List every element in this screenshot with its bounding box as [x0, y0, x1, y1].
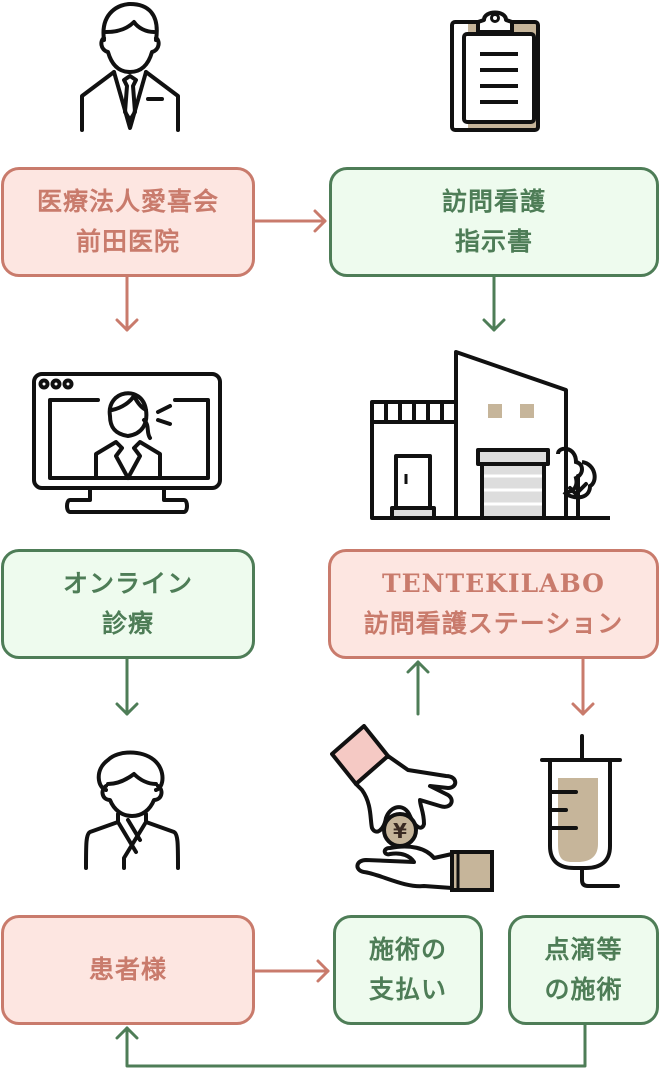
arrow-online-to-patient [115, 656, 139, 716]
video-call-monitor-icon [32, 372, 222, 514]
node-clinic-line2: 前田医院 [75, 227, 180, 256]
arrow-station-to-treatment [571, 656, 595, 716]
node-clinic: 医療法人愛喜会 前田医院 [1, 167, 255, 277]
arrow-clinic-to-online [115, 274, 139, 332]
node-online-line2: 診療 [101, 609, 154, 638]
node-treatment: 点滴等 の施術 [508, 915, 659, 1025]
node-station-line1: TENTEKILABO [382, 569, 605, 598]
patient-icon [84, 750, 180, 870]
yen-coin-hand-icon: ¥ [330, 724, 494, 892]
node-treatment-line2: の施術 [544, 975, 623, 1004]
arrow-treatment-to-patient [115, 1023, 587, 1068]
yen-symbol: ¥ [393, 819, 407, 843]
node-payment-line1: 施術の [368, 935, 447, 964]
node-payment-line2: 支払い [368, 975, 447, 1004]
node-instruction-line2: 指示書 [454, 227, 533, 256]
node-instruction: 訪問看護 指示書 [329, 167, 659, 277]
node-patient-line1: 患者様 [88, 955, 167, 984]
node-station: TENTEKILABO 訪問看護ステーション [328, 549, 659, 659]
clipboard-icon [450, 10, 540, 132]
node-patient: 患者様 [1, 915, 255, 1025]
node-payment: 施術の 支払い [333, 915, 483, 1025]
node-instruction-line1: 訪問看護 [441, 187, 546, 216]
arrow-payment-to-station [406, 660, 430, 716]
house-icon [370, 350, 610, 520]
node-online-line1: オンライン [62, 569, 193, 598]
businessman-icon [80, 2, 180, 132]
arrow-patient-to-payment [253, 959, 330, 983]
arrow-instruction-to-station [482, 274, 506, 332]
node-online: オンライン 診療 [1, 549, 255, 659]
iv-drip-icon [540, 734, 622, 888]
node-station-line2: 訪問看護ステーション [363, 609, 624, 638]
node-treatment-line1: 点滴等 [544, 935, 623, 964]
node-clinic-line1: 医療法人愛喜会 [36, 187, 219, 216]
arrow-clinic-to-instruction [253, 209, 327, 233]
